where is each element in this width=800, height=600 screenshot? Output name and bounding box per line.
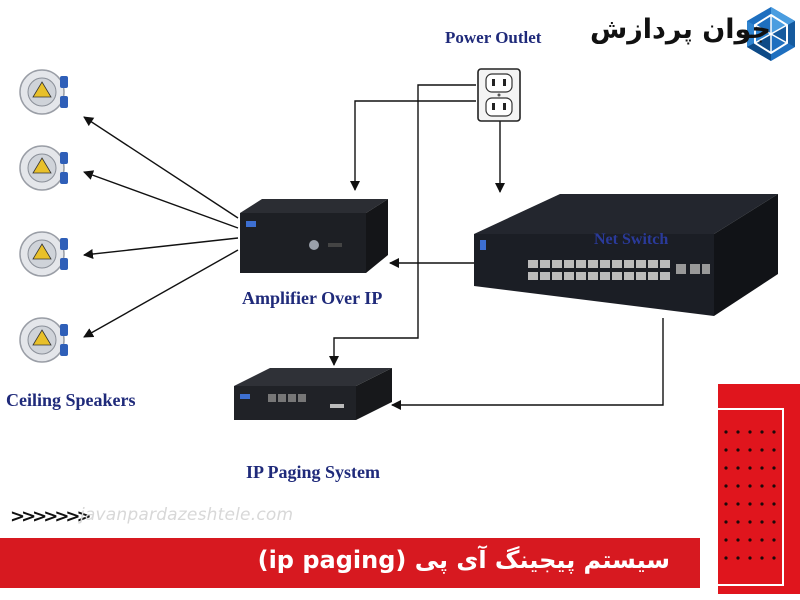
outlet-to-amplifier-wire [350, 100, 476, 191]
amplifier-label: Amplifier Over IP [242, 288, 383, 308]
banner-title: سیستم پیجینگ آی پی (ip paging) [257, 546, 670, 574]
net-switch-label: Net Switch [594, 231, 669, 248]
speaker-arrow-4 [83, 249, 239, 338]
paging-device-icon [234, 368, 392, 420]
brand-name: جوان پردازش [590, 14, 771, 45]
amplifier-device-icon [240, 199, 388, 273]
ceiling-speaker-icon [19, 69, 68, 115]
speaker-arrow-2 [83, 170, 239, 229]
decorative-dot-grid [724, 430, 776, 560]
chevrons-decoration: >>>>>>> [10, 506, 92, 527]
decorative-red-block [718, 384, 800, 594]
decorative-white-frame [700, 408, 784, 586]
outlet-to-paging-wire [329, 84, 476, 366]
switch-to-paging-wire [391, 318, 664, 410]
power-outlet-label: Power Outlet [445, 28, 542, 47]
power-outlet-icon [477, 68, 521, 122]
brand-logo-icon [747, 7, 795, 61]
website-url-watermark: javanpardazeshtele.com [80, 505, 294, 525]
ceiling-speaker-icon [19, 145, 68, 191]
ceiling-speakers-label: Ceiling Speakers [6, 390, 136, 410]
paging-system-label: IP Paging System [246, 462, 381, 482]
ceiling-speaker-icon [19, 317, 68, 363]
network-switch-icon [474, 194, 778, 316]
title-banner: سیستم پیجینگ آی پی (ip paging) [0, 538, 700, 588]
ceiling-speaker-icon [19, 231, 68, 277]
speaker-arrow-1 [83, 116, 239, 219]
speaker-arrow-3 [83, 237, 239, 259]
